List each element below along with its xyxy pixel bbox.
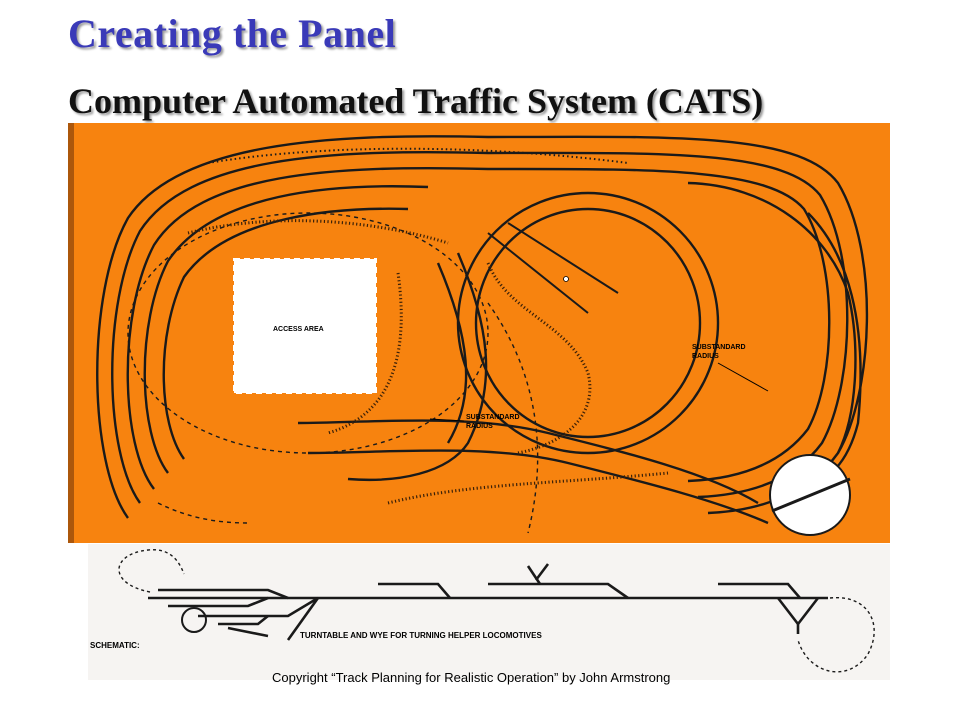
substandard-radius-right-arrow bbox=[717, 362, 769, 392]
track-right-outer bbox=[687, 181, 857, 454]
crossover-track-2 bbox=[436, 262, 468, 444]
dashed-tracks bbox=[127, 212, 539, 534]
schematic-background bbox=[88, 544, 890, 680]
schematic-diagram: SCHEMATIC: TURNTABLE AND WYE FOR TURNING… bbox=[88, 544, 890, 680]
schematic-tracks bbox=[148, 563, 828, 641]
track-inner-left-2 bbox=[162, 207, 409, 460]
schematic-siding-3 bbox=[198, 596, 319, 618]
dotted-tracks bbox=[207, 147, 629, 164]
track-plan-background bbox=[68, 123, 890, 543]
plan-left-edge bbox=[68, 123, 74, 543]
access-area-box bbox=[233, 258, 377, 394]
marker-dot bbox=[563, 276, 569, 282]
copyright-note: Copyright “Track Planning for Realistic … bbox=[272, 670, 671, 685]
dashed-oval bbox=[127, 212, 489, 454]
substandard-radius-left-line1: SUBSTANDARD bbox=[466, 414, 520, 421]
slide-subtitle: Computer Automated Traffic System (CATS) bbox=[68, 81, 764, 121]
schematic-spur-6 bbox=[286, 597, 320, 641]
track-loop-3 bbox=[126, 166, 831, 490]
lower-track bbox=[297, 419, 759, 505]
schematic-siding-1 bbox=[158, 588, 289, 600]
loop-tracks bbox=[297, 191, 769, 525]
schematic-siding-5 bbox=[227, 626, 269, 638]
right-loop-inner bbox=[474, 207, 702, 439]
schematic-svg: SCHEMATIC: TURNTABLE AND WYE FOR TURNING… bbox=[88, 544, 890, 680]
track-inner-left bbox=[143, 185, 429, 474]
schematic-turntable-icon bbox=[181, 607, 207, 633]
schematic-caption: TURNTABLE AND WYE FOR TURNING HELPER LOC… bbox=[300, 631, 542, 640]
track-plan-diagram: ACCESS AREA SUBSTANDARD RADIUS SUBSTANDA… bbox=[68, 123, 890, 543]
ridge-1 bbox=[187, 219, 449, 245]
scenery-ridges bbox=[187, 219, 669, 505]
schematic-spur-9 bbox=[526, 565, 542, 585]
schematic-loop-left bbox=[118, 549, 185, 593]
schematic-label: SCHEMATIC: bbox=[90, 641, 140, 650]
schematic-siding-8 bbox=[488, 582, 629, 600]
schematic-siding-4 bbox=[218, 614, 269, 626]
access-area-label: ACCESS AREA bbox=[273, 326, 324, 333]
substandard-radius-right-line2: RADIUS bbox=[692, 353, 719, 360]
slide-title: Creating the Panel bbox=[68, 11, 397, 56]
schematic-siding-7 bbox=[378, 582, 451, 599]
dotted-top bbox=[207, 147, 629, 164]
substandard-radius-left-arrow bbox=[429, 418, 465, 422]
track-plan-svg: ACCESS AREA SUBSTANDARD RADIUS SUBSTANDA… bbox=[68, 123, 890, 543]
dashed-left bbox=[157, 502, 249, 524]
track-loop-2 bbox=[111, 150, 849, 504]
dashed-spur bbox=[487, 302, 539, 534]
schematic-spur-10 bbox=[534, 563, 550, 581]
substandard-radius-left-line2: RADIUS bbox=[466, 423, 493, 430]
schematic-siding-11 bbox=[718, 582, 801, 599]
schematic-dashed-loops bbox=[118, 549, 875, 673]
turntable-bridge bbox=[771, 477, 851, 513]
lower-track-2 bbox=[307, 449, 769, 525]
crossover-track-1 bbox=[347, 252, 488, 482]
ridge-4 bbox=[387, 471, 669, 505]
schematic-siding-2 bbox=[168, 596, 269, 608]
spur-track-2 bbox=[507, 222, 619, 294]
ridge-3 bbox=[486, 262, 592, 455]
schematic-loop-right bbox=[797, 597, 875, 673]
substandard-radius-right-line1: SUBSTANDARD bbox=[692, 344, 746, 351]
spur-track-1 bbox=[487, 232, 589, 314]
ridge-2 bbox=[327, 272, 403, 435]
